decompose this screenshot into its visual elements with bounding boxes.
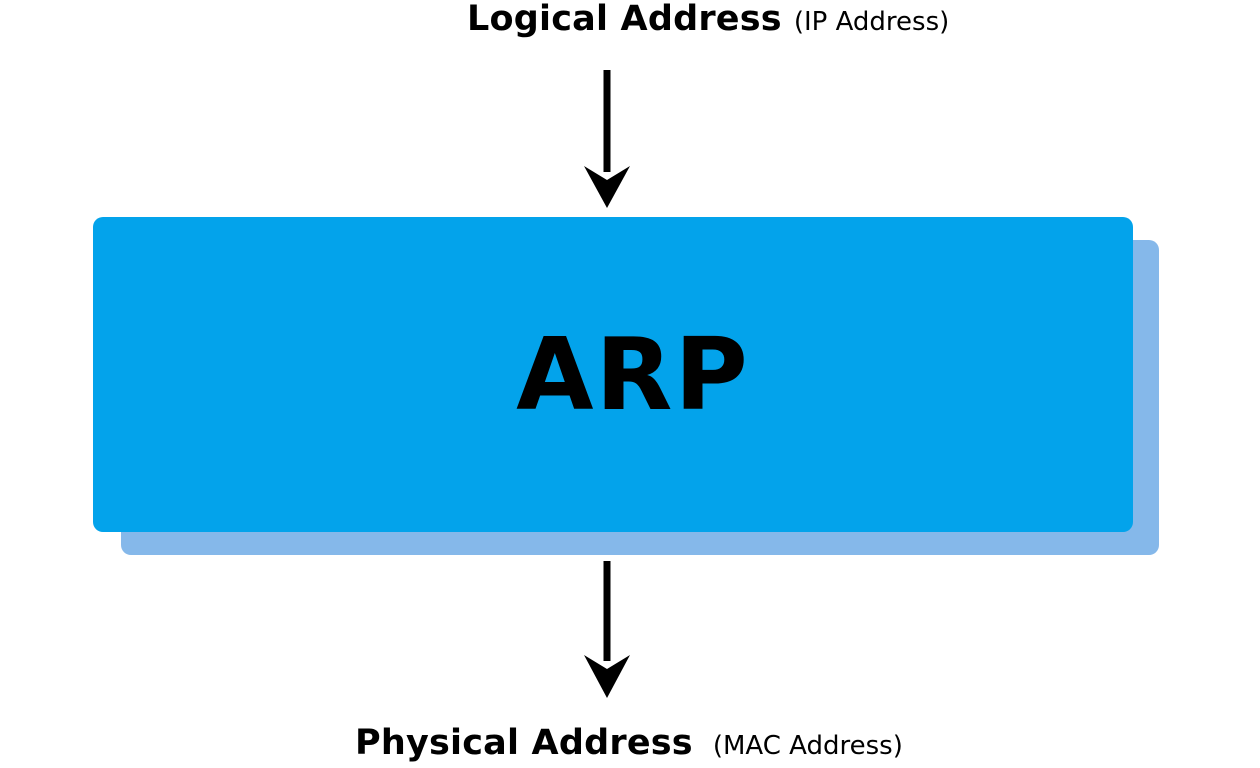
output-label-sub: (MAC Address): [712, 731, 903, 761]
process-label: ARP: [516, 315, 750, 433]
arrow-down-icon: [584, 70, 630, 208]
arrow-head: [584, 166, 630, 208]
arrow-head: [584, 655, 630, 698]
output-label: Physical Address (MAC Address): [355, 726, 903, 761]
input-label: Logical Address (IP Address): [467, 2, 949, 37]
arrow-down-icon: [584, 561, 630, 698]
process-box: ARP: [93, 217, 1133, 532]
input-label-sub: (IP Address): [793, 7, 950, 37]
output-label-main: Physical Address: [355, 723, 693, 763]
input-label-main: Logical Address: [467, 0, 782, 39]
